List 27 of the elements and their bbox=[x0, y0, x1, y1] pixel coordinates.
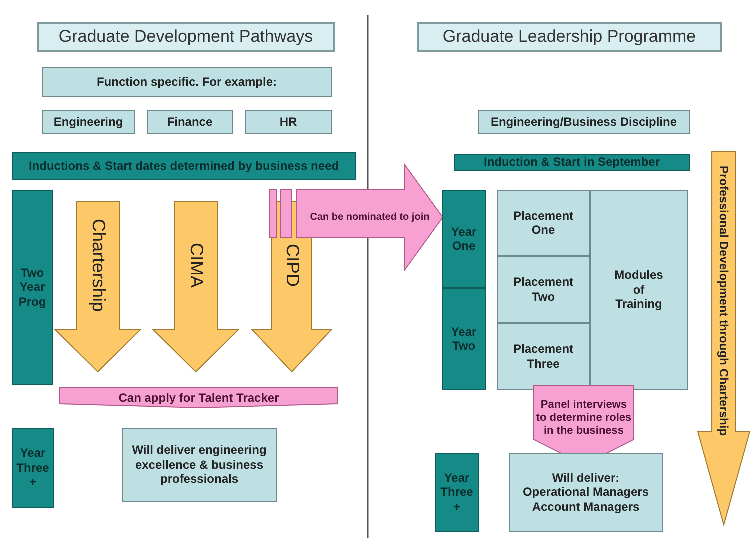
function-box: Finance bbox=[147, 110, 233, 134]
shape-label: Can be nominated to join bbox=[310, 212, 430, 224]
year-box: Year Three + bbox=[12, 428, 54, 508]
shape-label: Can apply for Talent Tracker bbox=[118, 390, 280, 406]
arrow-label: CIMA bbox=[186, 243, 207, 288]
year-box: Year Three + bbox=[435, 453, 479, 532]
training-box: Modules of Training bbox=[590, 190, 688, 390]
arrow-label: CIPD bbox=[282, 244, 303, 287]
year-box: Year One bbox=[442, 190, 486, 288]
year-box: Year Two bbox=[442, 288, 486, 390]
arrow-label: Chartership bbox=[88, 218, 109, 312]
year-box: Two Year Prog bbox=[12, 190, 53, 385]
heading-box: Graduate Leadership Programme bbox=[417, 22, 722, 52]
placement-box: Placement One bbox=[497, 190, 590, 256]
arrow-label: Professional Development through Chartership bbox=[716, 166, 732, 436]
function-box: HR bbox=[245, 110, 332, 134]
category-box: Engineering/Business Discipline bbox=[478, 110, 690, 134]
outcome-box: Will deliver: Operational Managers Account Managers bbox=[509, 453, 663, 532]
outcome-box: Will deliver engineering excellence & business professionals bbox=[122, 428, 277, 502]
banner-box: Inductions & Start dates determined by business need bbox=[12, 152, 356, 180]
shape-label: Panel interviews to determine roles in the business bbox=[536, 398, 632, 438]
banner-box: Induction & Start in September bbox=[454, 154, 690, 171]
heading-box: Graduate Development Pathways bbox=[37, 22, 335, 52]
category-box: Function specific. For example: bbox=[42, 67, 332, 97]
placement-box: Placement Two bbox=[497, 256, 590, 323]
function-box: Engineering bbox=[42, 110, 135, 134]
placement-box: Placement Three bbox=[497, 323, 590, 390]
